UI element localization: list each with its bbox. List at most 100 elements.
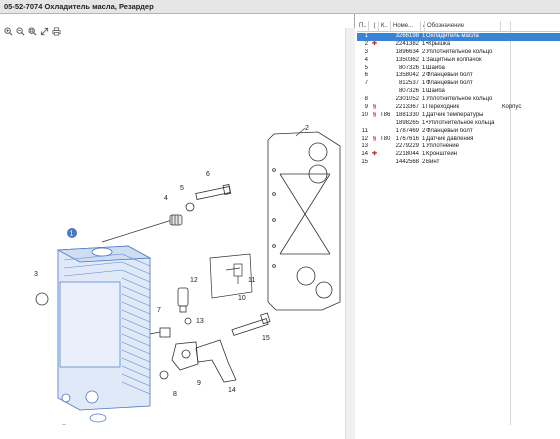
diagram-scrollbar[interactable] — [345, 28, 355, 439]
col-mark[interactable]: ( — [369, 21, 379, 32]
row-k — [379, 143, 391, 151]
col-description[interactable]: Обозначение — [425, 21, 501, 32]
row-k — [379, 57, 391, 65]
row-extra — [501, 65, 531, 73]
row-description: Охладитель масла — [426, 33, 479, 39]
col-qty[interactable]: А — [421, 21, 425, 32]
row-quantity: 1 — [422, 111, 425, 118]
row-part-number: 1350362 — [395, 56, 419, 63]
seal-13-part[interactable] — [184, 317, 192, 325]
callout-9: 9 — [197, 380, 201, 387]
col-number[interactable]: Номе... — [391, 21, 421, 32]
diagram-pane[interactable]: 1 2 3 4 5 6 7 8 9 10 11 12 13 14 15 — [0, 14, 355, 439]
row-quantity: 1 — [422, 33, 425, 39]
callout-2: 2 — [305, 125, 309, 132]
row-description: Датчик давления — [426, 135, 474, 142]
row-position: 3 — [364, 48, 368, 55]
row-mark-icon: § — [372, 104, 377, 111]
row-k — [379, 49, 391, 57]
row-part-number: 1787469 — [395, 127, 419, 134]
row-extra: Корпус — [502, 104, 522, 111]
fit-icon[interactable] — [27, 26, 38, 37]
diagram-toolbar — [3, 26, 62, 38]
row-part-number: 2279229 — [395, 143, 419, 150]
row-part-number: 1767616 — [395, 135, 419, 142]
row-position: 2 — [364, 40, 368, 47]
row-position: 1 — [364, 33, 368, 39]
row-k — [379, 88, 391, 96]
row-mark-icon — [369, 88, 379, 96]
parts-table-header: П.. ( К.. Номе... А Обозначение — [357, 21, 560, 32]
row-extra — [501, 143, 531, 151]
row-position: 8 — [364, 96, 368, 103]
adapter-9-part[interactable] — [171, 341, 199, 371]
bolt-6-part[interactable] — [195, 184, 232, 200]
row-description: Защитный колпачок — [426, 56, 482, 63]
row-mark-icon — [369, 143, 379, 151]
o-ring-3-part[interactable] — [35, 292, 49, 306]
col-k[interactable]: К.. — [379, 21, 391, 32]
row-k: T86 — [380, 111, 391, 118]
row-k — [379, 96, 391, 104]
row-mark-icon — [369, 80, 379, 88]
col-position[interactable]: П.. — [357, 21, 369, 32]
callout-11: 11 — [248, 277, 255, 284]
pressure-sensor-12-part[interactable] — [177, 287, 189, 313]
print-icon[interactable] — [51, 26, 62, 37]
row-mark-icon — [369, 57, 379, 65]
row-k — [379, 120, 391, 128]
row-description: Винт — [426, 159, 440, 166]
bracket-14-part[interactable] — [195, 339, 237, 383]
row-extra — [501, 49, 531, 57]
row-part-number: 807326 — [398, 64, 419, 71]
cap-4-part[interactable] — [169, 214, 183, 226]
oil-cooler-part[interactable] — [56, 245, 152, 423]
row-part-number: 3266198 — [395, 33, 419, 39]
row-mark-icon — [369, 49, 379, 57]
row-extra — [501, 120, 531, 128]
row-part-number: 2213367 — [395, 104, 419, 111]
row-part-number: 2218044 — [395, 151, 419, 158]
row-position: 13 — [361, 143, 368, 150]
row-quantity: 1 — [422, 40, 425, 47]
row-quantity: 1 — [422, 80, 425, 87]
row-position — [357, 120, 369, 128]
row-mark-icon: ✚ — [371, 40, 378, 47]
o-ring-8-part[interactable] — [159, 370, 169, 380]
row-k — [379, 151, 391, 159]
zoom-out-icon[interactable] — [15, 26, 26, 37]
row-k — [379, 159, 391, 167]
cover-plate-part[interactable] — [267, 131, 341, 311]
callout-8: 8 — [173, 391, 177, 398]
expand-icon[interactable] — [39, 26, 50, 37]
title-bar: 05-52-7074 Охладитель масла, Резардер — [0, 0, 560, 14]
row-k — [379, 128, 391, 136]
zoom-in-icon[interactable] — [3, 26, 14, 37]
row-part-number: 1898265 — [395, 119, 419, 126]
row-extra — [501, 41, 531, 49]
row-position: 15 — [361, 159, 368, 166]
row-part-number: 1881330 — [395, 111, 419, 118]
washer-5-part[interactable] — [185, 202, 195, 212]
bolt-7-part[interactable] — [149, 327, 171, 338]
screw-15-part[interactable] — [231, 312, 271, 336]
callout-5: 5 — [180, 185, 184, 192]
